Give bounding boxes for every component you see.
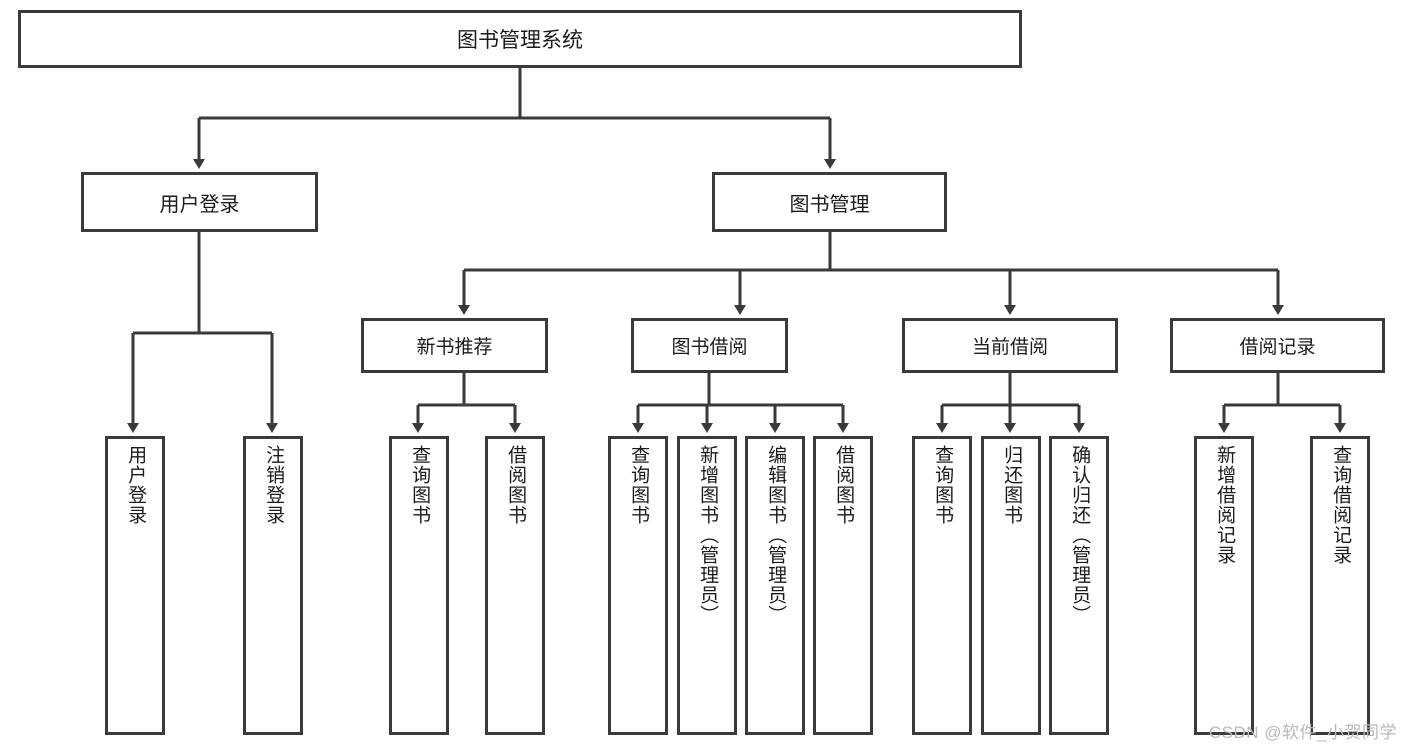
node-user-login-label: 用户登录 [159,193,240,216]
node-new-book-recommend-label: 新书推荐 [416,337,493,358]
leaf-borrow-book-label: 借阅图书 [833,445,855,525]
leaf-return-book[interactable]: 归还图书 [981,436,1041,735]
node-book-borrow[interactable]: 图书借阅 [631,318,788,373]
leaf-add-book-admin-label: 新增图书（管理员） [697,445,719,625]
leaf-logout-label: 注销登录 [263,445,285,525]
leaf-user-login[interactable]: 用户登录 [105,436,165,735]
leaf-edit-book-admin[interactable]: 编辑图书（管理员） [745,436,805,735]
leaf-query-book-recommend-label: 查询图书 [409,445,431,525]
leaf-query-book-current-label: 查询图书 [932,445,954,525]
node-borrow-record[interactable]: 借阅记录 [1170,318,1385,373]
leaf-user-login-label: 用户登录 [125,445,147,525]
leaf-borrow-book-recommend[interactable]: 借阅图书 [485,436,545,735]
node-book-management[interactable]: 图书管理 [712,172,947,232]
leaf-add-borrow-record-label: 新增借阅记录 [1214,445,1236,565]
leaf-borrow-book-recommend-label: 借阅图书 [505,445,527,525]
leaf-query-book-current[interactable]: 查询图书 [912,436,972,735]
leaf-add-book-admin[interactable]: 新增图书（管理员） [677,436,737,735]
leaf-query-borrow-record[interactable]: 查询借阅记录 [1310,436,1370,735]
leaf-borrow-book[interactable]: 借阅图书 [813,436,873,735]
node-book-management-label: 图书管理 [789,193,870,216]
leaf-confirm-return-admin-label: 确认归还（管理员） [1069,445,1091,625]
leaf-logout[interactable]: 注销登录 [243,436,303,735]
leaf-add-borrow-record[interactable]: 新增借阅记录 [1194,436,1254,735]
node-root[interactable]: 图书管理系统 [18,10,1022,68]
node-user-login[interactable]: 用户登录 [81,172,318,232]
watermark: CSDN @软件_小贺同学 [1208,723,1397,742]
node-borrow-record-label: 借阅记录 [1239,337,1316,358]
leaf-query-borrow-record-label: 查询借阅记录 [1330,445,1352,565]
node-book-borrow-label: 图书借阅 [671,337,748,358]
leaf-return-book-label: 归还图书 [1001,445,1023,525]
node-root-label: 图书管理系统 [457,29,583,52]
leaf-query-book-borrow[interactable]: 查询图书 [608,436,668,735]
leaf-query-book-borrow-label: 查询图书 [628,445,650,525]
node-new-book-recommend[interactable]: 新书推荐 [361,318,548,373]
node-current-borrow-label: 当前借阅 [971,337,1048,358]
node-current-borrow[interactable]: 当前借阅 [902,318,1118,373]
leaf-confirm-return-admin[interactable]: 确认归还（管理员） [1049,436,1109,735]
leaf-query-book-recommend[interactable]: 查询图书 [389,436,449,735]
leaf-edit-book-admin-label: 编辑图书（管理员） [765,445,787,625]
